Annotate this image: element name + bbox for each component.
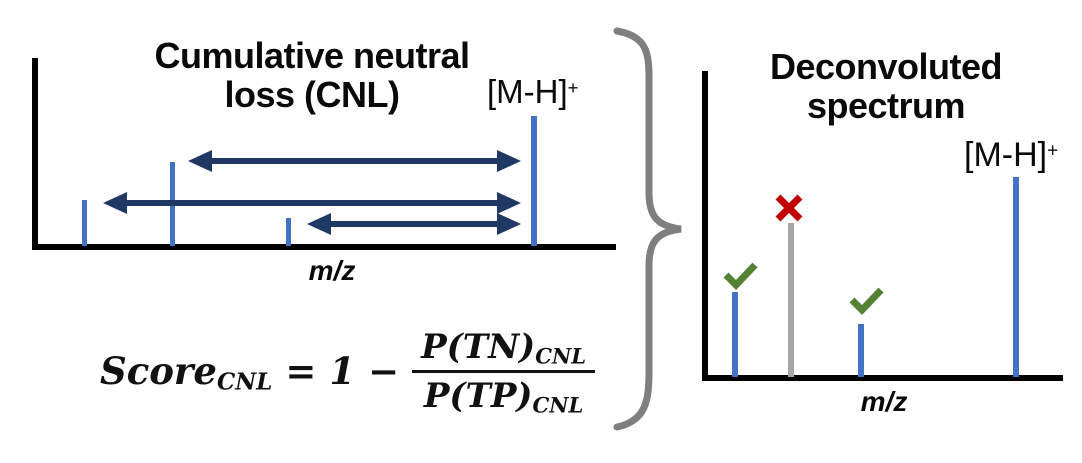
cnl-title-line2: loss (CNL) (224, 74, 401, 115)
deconvoluted-y-axis (702, 71, 708, 381)
spectrum-peak (170, 162, 175, 246)
spectrum-peak (732, 292, 738, 377)
formula-lhs: ScoreCNL (100, 349, 273, 396)
formula-equals-sign: = (285, 349, 317, 393)
cnl-title-line1: Cumulative neutral (154, 35, 470, 76)
cross-icon (775, 194, 803, 222)
check-icon (849, 287, 884, 316)
deconvoluted-panel-title: Deconvoluted spectrum (726, 47, 1046, 125)
deconvoluted-title-line2: spectrum (806, 85, 966, 126)
neutral-loss-arrow (307, 213, 521, 235)
formula-fraction: P(TN)CNL P(TP)CNL (412, 327, 596, 417)
neutral-loss-arrow (103, 192, 521, 214)
formula-constant-one: 1 (329, 349, 356, 393)
formula-lhs-subscript: CNL (216, 368, 273, 396)
formula-numerator-subscript: CNL (535, 342, 587, 368)
curly-brace-path (613, 27, 682, 431)
formula-minus-sign: − (368, 349, 400, 393)
spectrum-peak (1013, 177, 1019, 377)
formula-denominator: P(TP)CNL (423, 375, 584, 417)
cnl-x-axis (32, 244, 616, 250)
check-icon (723, 262, 758, 291)
deconvoluted-precursor-label: [M-H]+ (964, 136, 1059, 174)
spectrum-peak (531, 116, 537, 246)
spectrum-peak (82, 200, 87, 246)
cnl-mz-axis-label: m/z (308, 255, 356, 286)
charge-superscript: + (567, 76, 579, 98)
cnl-panel-title: Cumulative neutral loss (CNL) (150, 36, 474, 114)
spectrum-peak (788, 223, 794, 377)
cnl-y-axis (32, 58, 38, 250)
spectrum-peak (858, 324, 864, 377)
spectrum-peak (286, 218, 291, 246)
deconvoluted-title-line1: Deconvoluted (769, 46, 1003, 87)
deconvoluted-mz-axis-label: m/z (860, 386, 908, 417)
cnl-score-formula: ScoreCNL = 1 − P(TN)CNL P(TP)CNL (100, 316, 596, 426)
deconvoluted-x-axis (702, 375, 1063, 381)
neutral-loss-arrow (188, 150, 521, 172)
formula-denominator-subscript: CNL (532, 391, 584, 417)
formula-numerator: P(TN)CNL (412, 327, 596, 373)
charge-superscript: + (1047, 140, 1059, 162)
cnl-precursor-label: [M-H]+ (487, 73, 579, 110)
